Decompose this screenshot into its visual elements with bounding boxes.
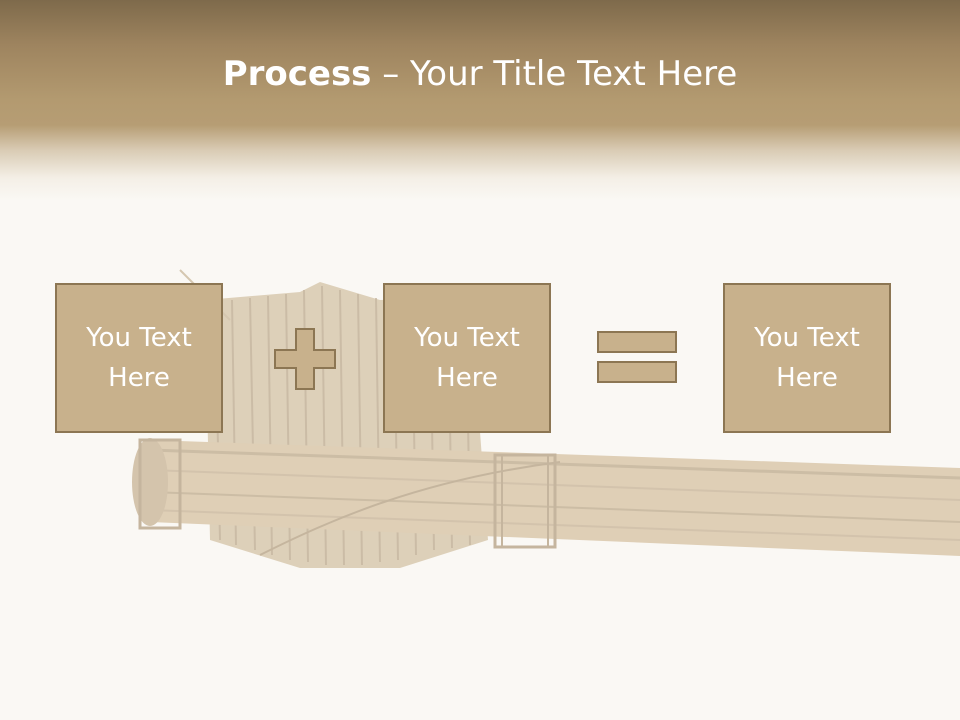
plus-icon — [274, 328, 336, 390]
title-bold: Process — [222, 54, 372, 94]
process-box-3-text: You Text Here — [754, 323, 860, 393]
process-box-1[interactable]: You Text Here — [55, 283, 223, 433]
equals-icon — [597, 331, 677, 383]
process-box-2[interactable]: You Text Here — [383, 283, 551, 433]
process-box-3[interactable]: You Text Here — [723, 283, 891, 433]
process-box-1-text: You Text Here — [86, 323, 192, 393]
header-band — [0, 0, 960, 200]
title-rest: – Your Title Text Here — [371, 54, 738, 94]
process-box-2-text: You Text Here — [414, 323, 520, 393]
slide-title: Process – Your Title Text Here — [0, 52, 960, 96]
